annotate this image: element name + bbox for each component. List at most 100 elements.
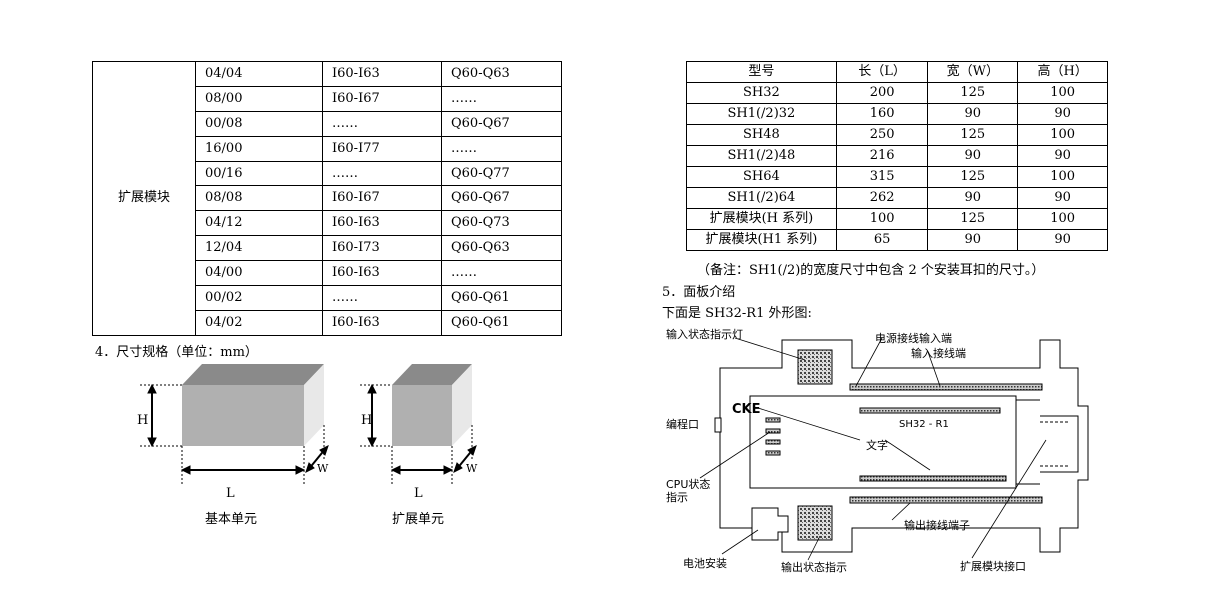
section5-intro: 下面是 SH32-R1 外形图: [662, 306, 812, 321]
label-model: SH32 - R1 [899, 419, 949, 430]
label-expansion-port: 扩展模块接口 [960, 560, 1026, 573]
label-power-terminal: 电源接线输入端 [875, 332, 952, 345]
table-cell: I60-I63 [322, 61, 442, 87]
basic-h-label: H [137, 413, 149, 428]
table-cell: 90 [927, 145, 1019, 167]
programming-port [714, 417, 722, 433]
table-cell: 125 [927, 124, 1019, 146]
table-cell: 90 [1017, 187, 1108, 209]
table-cell: 100 [1017, 208, 1108, 230]
table-cell: SH48 [686, 124, 837, 146]
table-cell: …… [441, 85, 562, 112]
table-cell: SH64 [686, 166, 837, 188]
table-cell: 216 [835, 145, 929, 167]
leader-lines [699, 337, 1047, 561]
table-cell: 扩展模块(H1 系列) [686, 229, 837, 251]
table-cell: Q60-Q67 [441, 185, 562, 212]
label-input-status-led: 输入状态指示灯 [666, 328, 743, 341]
expansion-length-arrow [390, 446, 454, 484]
label-cke: CKE [732, 402, 761, 417]
table-cell: I60-I63 [322, 309, 442, 336]
label-input-terminal: 输入接线端 [911, 347, 966, 360]
table-cell: I60-I67 [322, 185, 442, 212]
table-cell: …… [322, 110, 442, 137]
battery-holder [751, 507, 789, 541]
basic-unit-box [182, 364, 324, 446]
table-cell: 90 [927, 103, 1019, 125]
expansion-width-arrow [453, 425, 477, 473]
table-cell: 08/00 [195, 85, 323, 112]
table-cell: 100 [1017, 124, 1108, 146]
table-cell: 00/08 [195, 110, 323, 137]
table-cell: 00/02 [195, 285, 323, 311]
label-text: 文字 [866, 439, 888, 452]
basic-l-label: L [226, 486, 235, 501]
table-cell: 00/16 [195, 160, 323, 187]
basic-unit-caption: 基本单元 [205, 512, 258, 527]
expansion-unit-box [392, 364, 472, 446]
table-cell: I60-I63 [322, 210, 442, 237]
dimension-note: （备注：SH1(/2)的宽度尺寸中包含 2 个安装耳扣的尺寸。） [697, 263, 1045, 278]
group-label-cell: 扩展模块 [92, 61, 196, 336]
table-cell: I60-I73 [322, 235, 442, 262]
column-header: 宽（W） [927, 61, 1019, 83]
table-cell: Q60-Q73 [441, 210, 562, 237]
section5-heading: 5．面板介绍 [662, 285, 736, 300]
table-cell: 160 [835, 103, 929, 125]
table-header-row: 型号长（L）宽（W）高（H） [686, 61, 1108, 83]
table-cell: 04/02 [195, 309, 323, 336]
table-cell: 100 [1017, 82, 1108, 104]
table-cell: 65 [835, 229, 929, 251]
table-row: 00/08……Q60-Q67 [93, 110, 562, 137]
expansion-l-label: L [414, 486, 423, 501]
table-cell: SH1(/2)48 [686, 145, 837, 167]
table-cell: 90 [927, 229, 1019, 251]
table-row: 00/02……Q60-Q61 [93, 285, 562, 311]
label-cpu-status-2: 指示 [666, 491, 688, 504]
table-cell: 12/04 [195, 235, 323, 262]
basic-w-label: W [317, 462, 329, 475]
table-cell: …… [322, 285, 442, 311]
input-status-led-block [797, 349, 833, 385]
table-cell: 扩展模块(H 系列) [686, 208, 837, 230]
table-cell: 262 [835, 187, 929, 209]
table-cell: 125 [927, 82, 1019, 104]
expansion-unit-caption: 扩展单元 [392, 512, 445, 527]
expansion-height-arrow [360, 383, 392, 448]
table-row: 00/16……Q60-Q77 [93, 160, 562, 187]
table-cell: Q60-Q61 [441, 309, 562, 336]
basic-length-arrow [180, 446, 306, 484]
input-terminal-strip [849, 383, 1043, 391]
table-cell: 90 [1017, 229, 1108, 251]
panel-diagram [699, 337, 1089, 561]
table-cell: 04/00 [195, 260, 323, 287]
table-cell: 200 [835, 82, 929, 104]
table-cell: I60-I67 [322, 85, 442, 112]
table-cell: 250 [835, 124, 929, 146]
output-status-led-block [797, 505, 833, 541]
column-header: 型号 [686, 61, 837, 83]
table-cell: 04/12 [195, 210, 323, 237]
table-cell: 90 [927, 187, 1019, 209]
table-cell: I60-I77 [322, 135, 442, 162]
expansion-w-label: W [466, 462, 478, 475]
label-output-terminal: 输出接线端子 [904, 519, 970, 532]
cpu-status-leds [765, 417, 781, 456]
